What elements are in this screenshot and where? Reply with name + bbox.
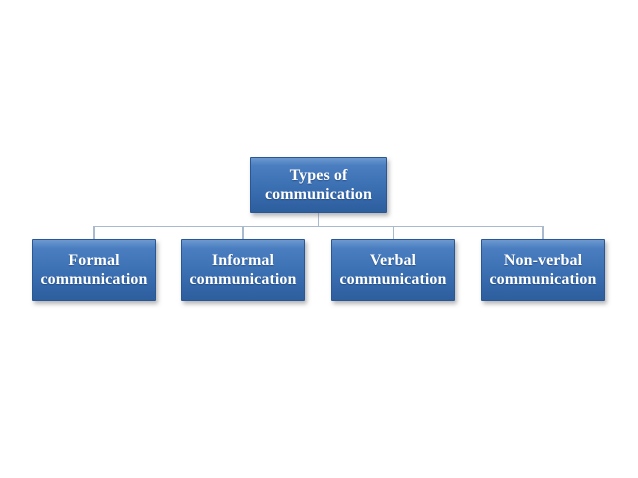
connector-stub-nonverbal bbox=[542, 226, 544, 240]
node-verbal-communication: Verbal communication bbox=[331, 239, 455, 301]
node-label-line: communication bbox=[339, 271, 447, 288]
connector-stub-verbal bbox=[392, 226, 395, 240]
node-informal-communication: Informal communication bbox=[181, 239, 305, 301]
connector-stub-informal bbox=[242, 226, 244, 240]
node-label-line: Formal bbox=[68, 252, 120, 269]
node-label-line: Informal bbox=[211, 252, 275, 269]
node-types-of-communication: Types of communication bbox=[250, 157, 387, 213]
connector-root-stub bbox=[317, 213, 320, 226]
connector-horizontal-rail bbox=[94, 225, 544, 227]
node-label-line: communication bbox=[489, 271, 597, 288]
node-label-line: communication bbox=[189, 271, 297, 288]
node-formal-communication: Formal communication bbox=[32, 239, 156, 301]
node-label-line: Non-verbal bbox=[503, 252, 583, 269]
node-label-line: Types of bbox=[289, 167, 348, 184]
node-nonverbal-communication: Non-verbal communication bbox=[481, 239, 605, 301]
node-label-line: Verbal bbox=[369, 252, 417, 269]
node-label-line: communication bbox=[40, 271, 148, 288]
node-label-line: communication bbox=[264, 186, 373, 203]
connector-stub-formal bbox=[93, 226, 95, 240]
